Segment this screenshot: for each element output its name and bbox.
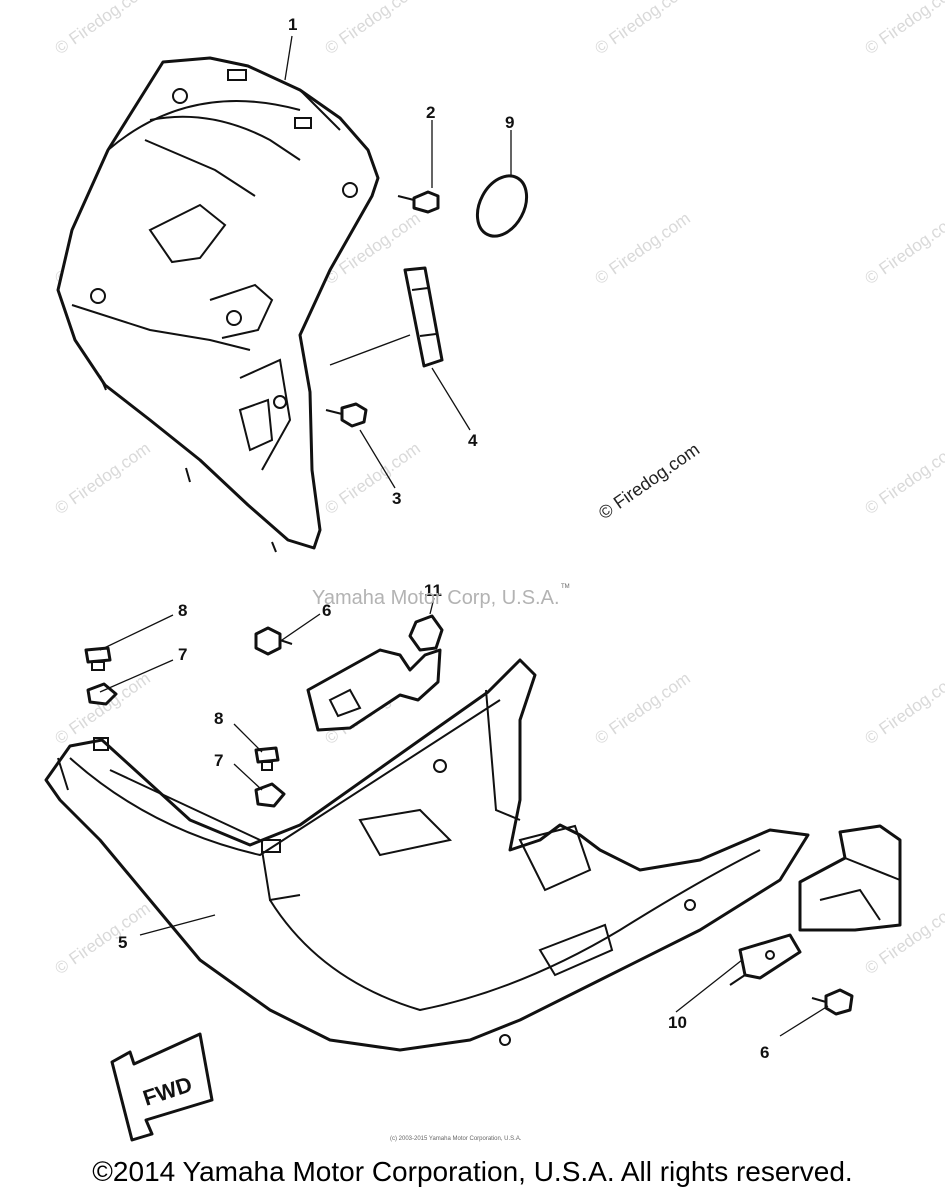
side-rail bbox=[798, 824, 902, 932]
company-label: Yamaha Motor Corp, U.S.A. bbox=[312, 587, 560, 609]
callout-4: 4 bbox=[468, 431, 478, 450]
callout-1: 1 bbox=[288, 15, 297, 34]
part-2-screw bbox=[397, 190, 440, 214]
callout-6b: 6 bbox=[760, 1043, 769, 1062]
callout-11: 11 bbox=[424, 581, 442, 600]
part-4-bracket bbox=[403, 266, 444, 368]
part-9-cap bbox=[475, 174, 529, 238]
callout-5: 5 bbox=[118, 933, 127, 952]
callout-8b: 8 bbox=[214, 709, 223, 728]
watermark: © Firedog.com bbox=[591, 0, 693, 58]
watermark: © Firedog.com bbox=[861, 439, 945, 519]
fwd-arrow: FWD bbox=[110, 1032, 214, 1142]
watermark: © Firedog.com bbox=[51, 439, 153, 519]
part-6-screw-right bbox=[811, 988, 854, 1016]
leader-lines bbox=[99, 35, 829, 1037]
watermark: © Firedog.com bbox=[51, 899, 153, 979]
footer-copyright: ©2014 Yamaha Motor Corporation, U.S.A. A… bbox=[92, 1156, 853, 1187]
callout-7a: 7 bbox=[178, 645, 187, 664]
watermark: © Firedog.com bbox=[591, 209, 693, 289]
watermark: © Firedog.com bbox=[861, 209, 945, 289]
callout-3: 3 bbox=[392, 489, 401, 508]
watermark: © Firedog.com bbox=[591, 669, 693, 749]
watermark: © Firedog.com bbox=[51, 669, 153, 749]
trademark-mark: TM bbox=[561, 584, 570, 590]
part-1-front-cover bbox=[56, 56, 380, 553]
part-5-floor-cover bbox=[44, 658, 810, 1052]
callout-9: 9 bbox=[505, 113, 514, 132]
callout-labels: 1 2 9 4 3 5 8 7 8 7 6 11 10 6 bbox=[118, 15, 769, 1062]
part-10-clip bbox=[729, 933, 802, 986]
watermark: © Firedog.com bbox=[321, 0, 423, 58]
part-6-screw-upper bbox=[254, 626, 293, 656]
callout-6a: 6 bbox=[322, 601, 331, 620]
small-credit: (c) 2003-2015 Yamaha Motor Corporation, … bbox=[390, 1136, 522, 1142]
callout-10: 10 bbox=[668, 1013, 687, 1032]
callout-2: 2 bbox=[426, 103, 435, 122]
part-11-bracket bbox=[306, 614, 444, 732]
watermark: © Firedog.com bbox=[51, 0, 153, 58]
watermark: © Firedog.com bbox=[861, 0, 945, 58]
callout-8a: 8 bbox=[178, 601, 187, 620]
part-7-nut-left bbox=[86, 682, 118, 706]
watermark: © Firedog.com bbox=[861, 669, 945, 749]
part-8-rivet-left bbox=[84, 646, 112, 671]
part-3-screw bbox=[325, 402, 368, 428]
part-7-nut-center bbox=[254, 782, 286, 808]
part-8-rivet-center bbox=[254, 746, 280, 771]
callout-7b: 7 bbox=[214, 751, 223, 770]
firedog-watermark: © Firedog.com bbox=[595, 439, 703, 523]
